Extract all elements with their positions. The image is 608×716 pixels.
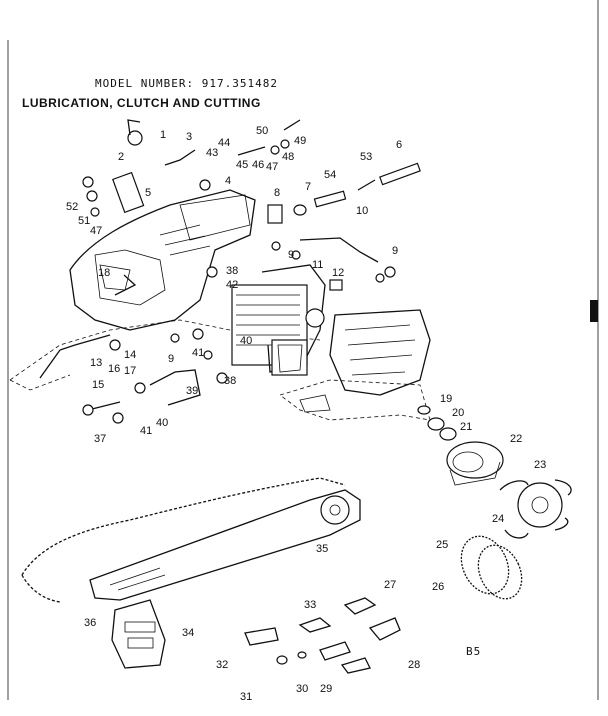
housing <box>69 189 256 331</box>
part-number-47: 47 <box>266 161 278 173</box>
part-number-13: 13 <box>90 357 102 369</box>
edge-mark <box>590 300 598 322</box>
part-number-41: 41 <box>192 347 204 359</box>
part-number-5: 5 <box>145 187 151 199</box>
part-number-38: 38 <box>224 375 236 387</box>
part-number-8: 8 <box>274 187 280 199</box>
part-number-1: 1 <box>160 129 166 141</box>
part-number-29: 29 <box>320 683 332 695</box>
model-label: MODEL NUMBER: <box>95 77 195 90</box>
part-number-14: 14 <box>124 349 136 361</box>
part-number-16: 16 <box>108 363 120 375</box>
part-number-32: 32 <box>216 659 228 671</box>
part-number-42: 42 <box>226 279 238 291</box>
section-title: LUBRICATION, CLUTCH AND CUTTING <box>22 96 261 110</box>
part-number-50: 50 <box>256 125 268 137</box>
part-number-21: 21 <box>460 421 472 433</box>
small-parts <box>82 119 421 424</box>
part-number-4: 4 <box>225 175 231 187</box>
part-number-40: 40 <box>240 335 252 347</box>
part-number-9: 9 <box>392 245 398 257</box>
part-number-52: 52 <box>66 201 78 213</box>
washers <box>417 405 457 441</box>
part-number-48: 48 <box>282 151 294 163</box>
part-number-36: 36 <box>84 617 96 629</box>
part-number-39: 39 <box>186 385 198 397</box>
part-number-15: 15 <box>92 379 104 391</box>
guide-bar-and-chain <box>21 477 361 603</box>
part-number-41: 41 <box>140 425 152 437</box>
part-number-44: 44 <box>218 137 230 149</box>
rear-handle <box>9 319 321 391</box>
part-number-45: 45 <box>236 159 248 171</box>
part-number-23: 23 <box>534 459 546 471</box>
part-number-11: 11 <box>312 259 323 271</box>
part-number-12: 12 <box>332 267 344 279</box>
part-number-7: 7 <box>305 181 311 193</box>
part-number-24: 24 <box>492 513 504 525</box>
part-number-28: 28 <box>408 659 420 671</box>
model-number: 917.351482 <box>201 77 278 90</box>
part-number-30: 30 <box>296 683 308 695</box>
part-number-31: 31 <box>240 691 252 703</box>
part-number-53: 53 <box>360 151 372 163</box>
page-code: B5 <box>466 645 482 658</box>
part-number-3: 3 <box>186 131 192 143</box>
oil-lines <box>39 119 379 406</box>
model-number-line: MODEL NUMBER: 917.351482 <box>95 77 278 90</box>
part-number-9: 9 <box>168 353 174 365</box>
part-number-49: 49 <box>294 135 306 147</box>
part-number-10: 10 <box>356 205 368 217</box>
part-number-17: 17 <box>124 365 136 377</box>
sprocket-cover <box>111 599 166 669</box>
part-number-34: 34 <box>182 627 194 639</box>
part-number-43: 43 <box>206 147 218 159</box>
part-number-35: 35 <box>316 543 328 555</box>
part-number-54: 54 <box>324 169 336 181</box>
part-number-22: 22 <box>510 433 522 445</box>
chain-parts <box>244 597 401 674</box>
part-number-20: 20 <box>452 407 464 419</box>
part-number-33: 33 <box>304 599 316 611</box>
part-number-19: 19 <box>440 393 452 405</box>
part-number-40: 40 <box>156 417 168 429</box>
part-number-26: 26 <box>432 581 444 593</box>
part-number-38: 38 <box>226 265 238 277</box>
part-number-47: 47 <box>90 225 102 237</box>
part-number-51: 51 <box>78 215 90 227</box>
part-number-27: 27 <box>384 579 396 591</box>
part-number-37: 37 <box>94 433 106 445</box>
part-number-6: 6 <box>396 139 402 151</box>
clutch-springs <box>460 535 523 600</box>
part-number-46: 46 <box>252 159 264 171</box>
part-number-18: 18 <box>98 267 110 279</box>
clutch-drum <box>446 441 504 486</box>
part-number-9: 9 <box>288 249 294 261</box>
clutch-assembly <box>499 479 572 539</box>
engine-cylinder <box>231 264 326 376</box>
crankcase <box>279 309 431 421</box>
part-number-25: 25 <box>436 539 448 551</box>
part-number-2: 2 <box>118 151 124 163</box>
